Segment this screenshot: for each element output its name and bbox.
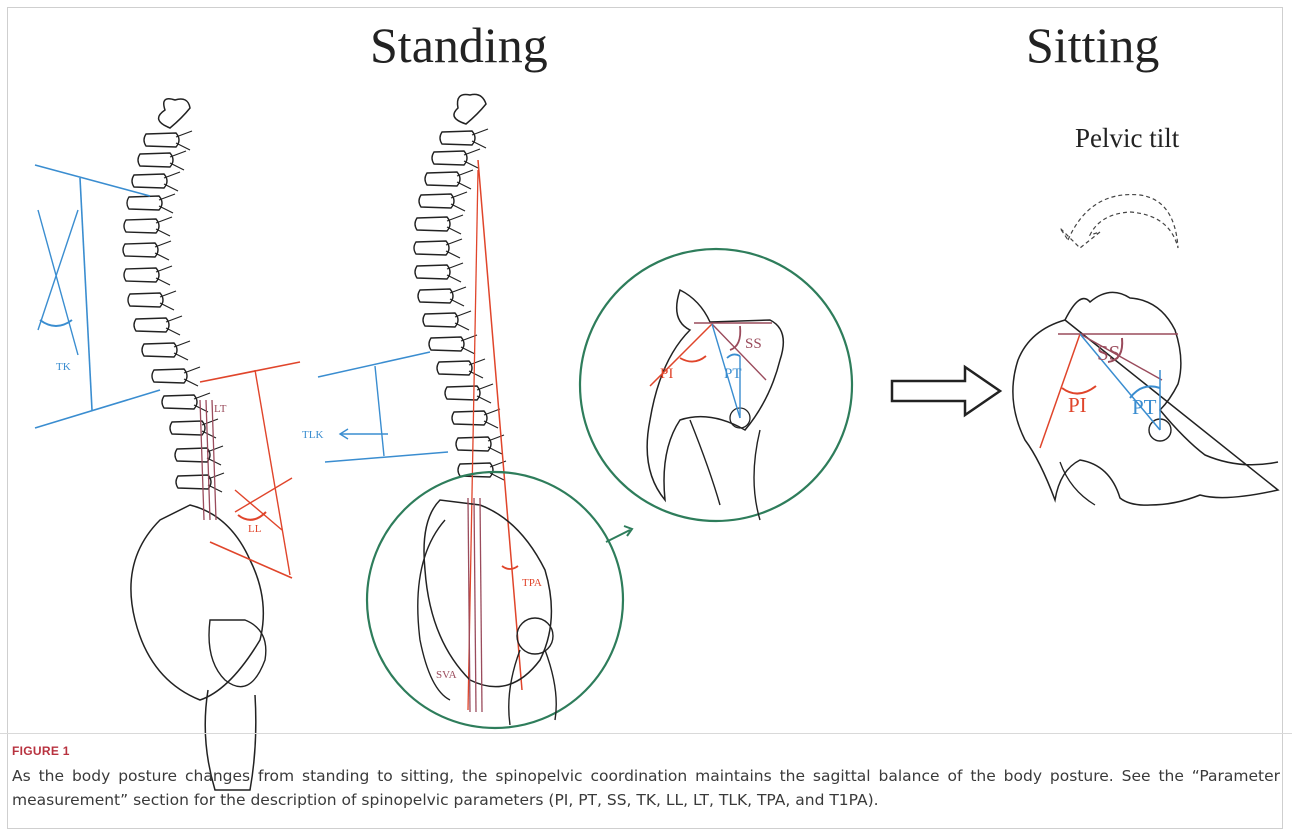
spine-drawing-middle xyxy=(414,94,522,710)
sva-label: SVA xyxy=(436,669,457,681)
lt-label: LT xyxy=(214,403,227,415)
spine-drawing-left xyxy=(35,99,300,790)
tlk-measurement xyxy=(318,352,448,462)
ll-label: LL xyxy=(248,523,262,535)
circle-zoom-pelvis xyxy=(580,249,852,521)
pi-label: PI xyxy=(660,366,673,382)
pt-sitting-label: PT xyxy=(1132,395,1157,419)
tk-label: TK xyxy=(56,361,71,373)
tpa-label: TPA xyxy=(522,577,542,589)
pi-sitting-label: PI xyxy=(1068,393,1087,417)
ss-sitting-label: SS xyxy=(1097,341,1120,365)
curved-arrow-icon xyxy=(1060,195,1178,248)
figure-label: FIGURE 1 xyxy=(12,744,70,758)
ss-label: SS xyxy=(745,336,762,352)
pt-label: PT xyxy=(724,366,742,382)
caption-divider xyxy=(0,733,1292,734)
figure-caption: As the body posture changes from standin… xyxy=(12,764,1280,812)
circle-zoom-sacrum xyxy=(367,472,632,728)
right-arrow-icon xyxy=(892,367,1000,415)
tlk-label: TLK xyxy=(302,429,323,441)
